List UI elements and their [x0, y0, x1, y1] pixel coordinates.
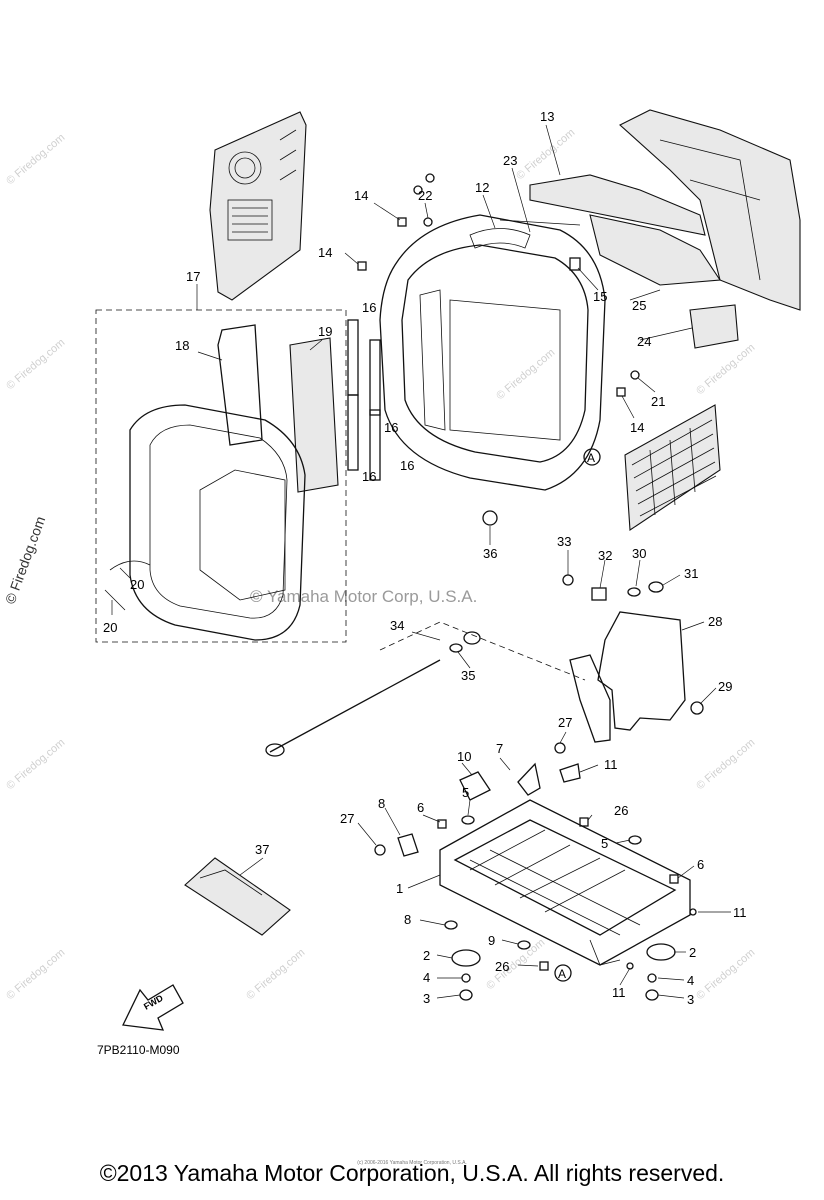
callout-5: 5	[462, 785, 469, 800]
callout-labels: 13 23 12 14 22 14 15 25 24 21 14 17 18 1…	[103, 109, 747, 1007]
callout-10: 11	[604, 757, 618, 772]
callout-14: 14	[354, 188, 368, 203]
marker-a-label: A	[587, 451, 595, 465]
watermark-firedog: © Firedog.com	[4, 947, 67, 1003]
callout-26: 26	[614, 803, 628, 818]
copyright-footer: ©2013 Yamaha Motor Corporation, U.S.A. A…	[99, 1160, 725, 1186]
center-watermark: © Yamaha Motor Corp, U.S.A.	[250, 587, 477, 606]
marker-a: A A	[554, 448, 601, 982]
fwd-arrow-icon: FWD	[122, 984, 184, 1031]
callout-21: 21	[651, 394, 665, 409]
mat-37	[184, 857, 291, 936]
side-watermark: © Firedog.com	[2, 514, 49, 606]
callout-4: 4	[423, 970, 430, 985]
callout-16: 16	[400, 458, 414, 473]
callout-13: 13	[540, 109, 554, 124]
callout-6: 6	[417, 800, 424, 815]
callout-35: 35	[461, 668, 475, 683]
watermark-firedog: © Firedog.com	[514, 127, 577, 183]
callout-15: 15	[593, 289, 607, 304]
watermark-firedog: © Firedog.com	[694, 947, 757, 1003]
leader-lines	[111, 124, 731, 999]
callout-7: 7	[496, 741, 503, 756]
handle-assembly	[499, 174, 739, 349]
watermark-firedog: © Firedog.com	[494, 347, 557, 403]
fwd-label: FWD	[142, 993, 165, 1012]
callout-1: 1	[396, 881, 403, 896]
outer-frame-left	[104, 404, 306, 641]
watermark-firedog: © Firedog.com	[4, 737, 67, 793]
callout-16: 16	[384, 420, 398, 435]
callout-5: 5	[601, 836, 608, 851]
callout-26: 26	[495, 959, 509, 974]
callout-11: 11	[612, 985, 626, 1000]
callout-22: 22	[418, 188, 432, 203]
callout-11: 11	[733, 905, 747, 920]
callout-30: 30	[632, 546, 646, 561]
tiny-credit: (c) 2006-2016 Yamaha Motor Corporation, …	[357, 1160, 467, 1166]
callout-8: 9	[488, 933, 495, 948]
callout-20: 20	[130, 577, 144, 592]
watermark-firedog: © Firedog.com	[244, 947, 307, 1003]
callout-14: 14	[318, 245, 332, 260]
callout-33: 33	[557, 534, 571, 549]
callout-6: 6	[697, 857, 704, 872]
callout-31: 31	[684, 566, 698, 581]
callout-23: 23	[503, 153, 517, 168]
parts-diagram: © Firedog.com © Firedog.com © Firedog.co…	[2, 109, 801, 1057]
watermark-firedog: © Firedog.com	[694, 737, 757, 793]
callout-19: 19	[318, 324, 332, 339]
callout-32: 32	[598, 548, 612, 563]
callout-7: 8	[378, 796, 385, 811]
callout-12: 12	[475, 180, 489, 195]
watermark-firedog: © Firedog.com	[694, 342, 757, 398]
side-panel-left	[209, 111, 307, 301]
callout-34: 34	[390, 618, 404, 633]
foam-and-seals	[217, 319, 381, 493]
callout-18: 18	[175, 338, 189, 353]
group-box-17	[95, 284, 347, 643]
marker-a-label: A	[558, 967, 566, 981]
callout-9: 10	[457, 749, 471, 764]
top-cover-right	[619, 109, 801, 311]
callout-16: 16	[362, 469, 376, 484]
callout-24: 24	[637, 334, 651, 349]
side-grille-right	[624, 404, 721, 531]
callout-20: 20	[103, 620, 117, 635]
callout-2: 2	[423, 948, 430, 963]
watermark-firedog: © Firedog.com	[4, 132, 67, 188]
callout-17: 17	[186, 269, 200, 284]
bracket-28	[265, 611, 686, 757]
callout-37: 37	[255, 842, 269, 857]
callout-28: 28	[708, 614, 722, 629]
base-frame	[439, 799, 691, 967]
callout-3: 3	[687, 992, 694, 1007]
callout-27: 27	[340, 811, 354, 826]
callout-27: 27	[558, 715, 572, 730]
watermark-firedog: © Firedog.com	[4, 337, 67, 393]
callout-8: 8	[404, 912, 411, 927]
callout-14: 14	[630, 420, 644, 435]
callout-29: 29	[718, 679, 732, 694]
callout-16: 16	[362, 300, 376, 315]
diagram-code: 7PB2110-M090	[97, 1043, 180, 1057]
callout-36: 36	[483, 546, 497, 561]
callout-4: 4	[687, 973, 694, 988]
callout-2: 2	[689, 945, 696, 960]
fasteners	[357, 173, 704, 1001]
callout-3: 3	[423, 991, 430, 1006]
main-frame	[379, 214, 606, 491]
callout-25: 25	[632, 298, 646, 313]
